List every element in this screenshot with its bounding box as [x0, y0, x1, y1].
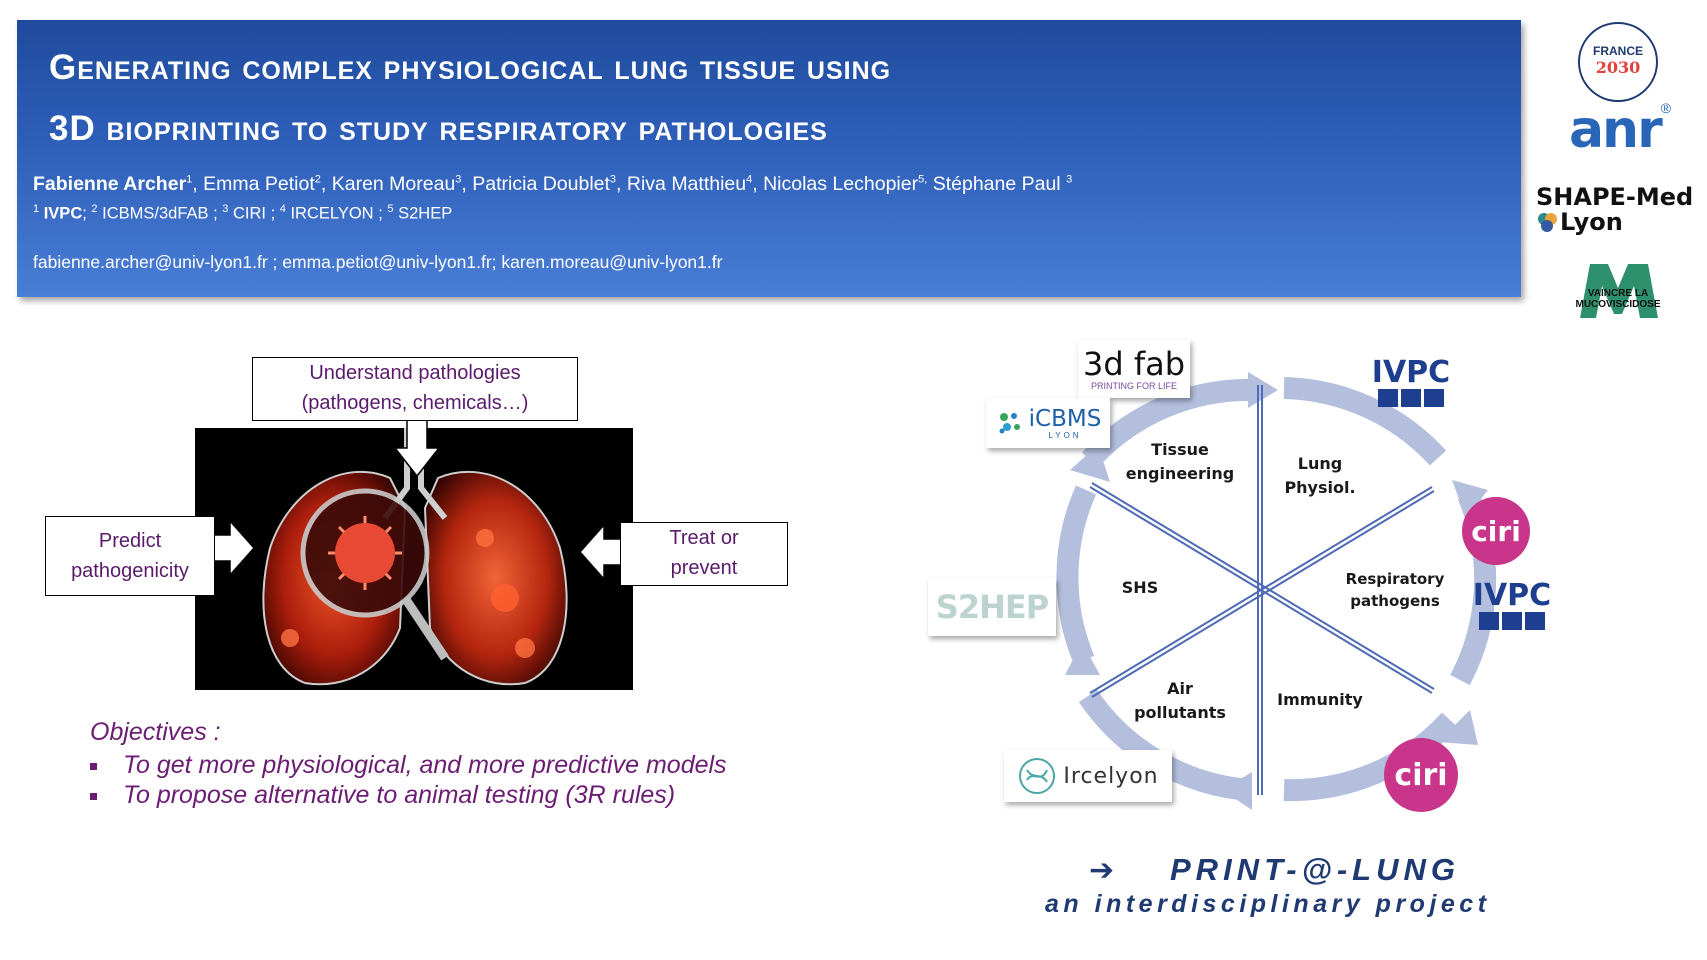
sector-immunity: Immunity	[1277, 690, 1363, 709]
shape-med-emblem-icon	[1538, 213, 1557, 232]
author-name: Emma Petiot	[203, 173, 315, 195]
3dfab-logo: 3d fab PRINTING FOR LIFE	[1078, 340, 1190, 398]
animal-icon	[1479, 612, 1499, 630]
bullet-icon	[90, 792, 97, 800]
project-tagline: an interdisciplinary project	[1045, 890, 1491, 918]
animal-icon	[1378, 389, 1398, 407]
title-line-1: Generating complex physiological lung ti…	[49, 48, 892, 87]
objectives-title: Objectives :	[90, 718, 221, 746]
icbms-logo: iCBMS LYON	[986, 398, 1110, 448]
sector-shs: SHS	[1121, 578, 1159, 597]
ciri-logo-bottom: ciri	[1384, 738, 1458, 812]
affiliation: ICBMS/3dFAB	[102, 204, 209, 223]
ircelyon-emblem-icon	[1019, 758, 1056, 794]
vaincre-mucoviscidose-logo: VAINCRE LA MUCOVISCIDOSE	[1568, 258, 1668, 320]
ivpc-logo-top: IVPC	[1368, 350, 1454, 414]
author-name: Riva Matthieu	[626, 173, 747, 195]
livestock-icon	[1525, 612, 1545, 630]
affiliation: S2HEP	[398, 204, 453, 223]
bullet-icon	[90, 762, 97, 770]
authors-line: Fabienne Archer1, Emma Petiot2, Karen Mo…	[33, 173, 1073, 195]
s2hep-logo: S2HEP	[928, 578, 1056, 636]
lung-infection-image	[195, 428, 633, 690]
affiliation: IVPC	[43, 204, 83, 223]
callout-predict-pathogenicity: Predict pathogenicity	[45, 516, 215, 596]
objective-item: To propose alternative to animal testing…	[90, 781, 675, 810]
title-line-2: 3D bioprinting to study respiratory path…	[49, 109, 828, 148]
anr-logo: anr®	[1568, 100, 1672, 160]
callout-treat-or-prevent: Treat or prevent	[620, 522, 788, 586]
project-name: PRINT-@-LUNG	[1170, 852, 1460, 887]
mucoviscidose-emblem-icon	[1580, 264, 1658, 318]
ivpc-logo-right: IVPC	[1468, 572, 1556, 638]
human-icon	[1401, 389, 1421, 407]
livestock-icon	[1424, 389, 1444, 407]
objective-item: To get more physiological, and more pred…	[90, 751, 727, 780]
arrow-right-icon: ➔	[1089, 854, 1115, 887]
affiliation: IRCELYON	[290, 204, 374, 223]
author-name: Karen Moreau	[331, 173, 456, 195]
affiliation: CIRI	[232, 204, 266, 223]
author-name: Nicolas Lechopier	[763, 173, 919, 195]
author-name: Fabienne Archer	[33, 173, 187, 195]
callout-understand-pathologies: Understand pathologies (pathogens, chemi…	[252, 357, 578, 421]
title-banner: Generating complex physiological lung ti…	[17, 20, 1521, 297]
author-name: Patricia Doublet	[472, 173, 610, 195]
contact-emails: fabienne.archer@univ-lyon1.fr ; emma.pet…	[33, 252, 723, 272]
france2030-logo: FRANCE 2030	[1578, 22, 1658, 102]
ciri-logo-top: ciri	[1462, 497, 1530, 565]
author-name: Stéphane Paul	[932, 173, 1061, 195]
icbms-emblem-icon	[999, 413, 1020, 434]
ircelyon-logo: Ircelyon	[1004, 750, 1172, 802]
arrow-down-icon	[395, 418, 439, 478]
affiliations-line: 1 IVPC; 2 ICBMS/3dFAB ; 3 CIRI ; 4 IRCEL…	[33, 203, 453, 223]
human-icon	[1502, 612, 1522, 630]
shape-med-lyon-logo: SHAPE-Med Lyon	[1536, 183, 1694, 236]
